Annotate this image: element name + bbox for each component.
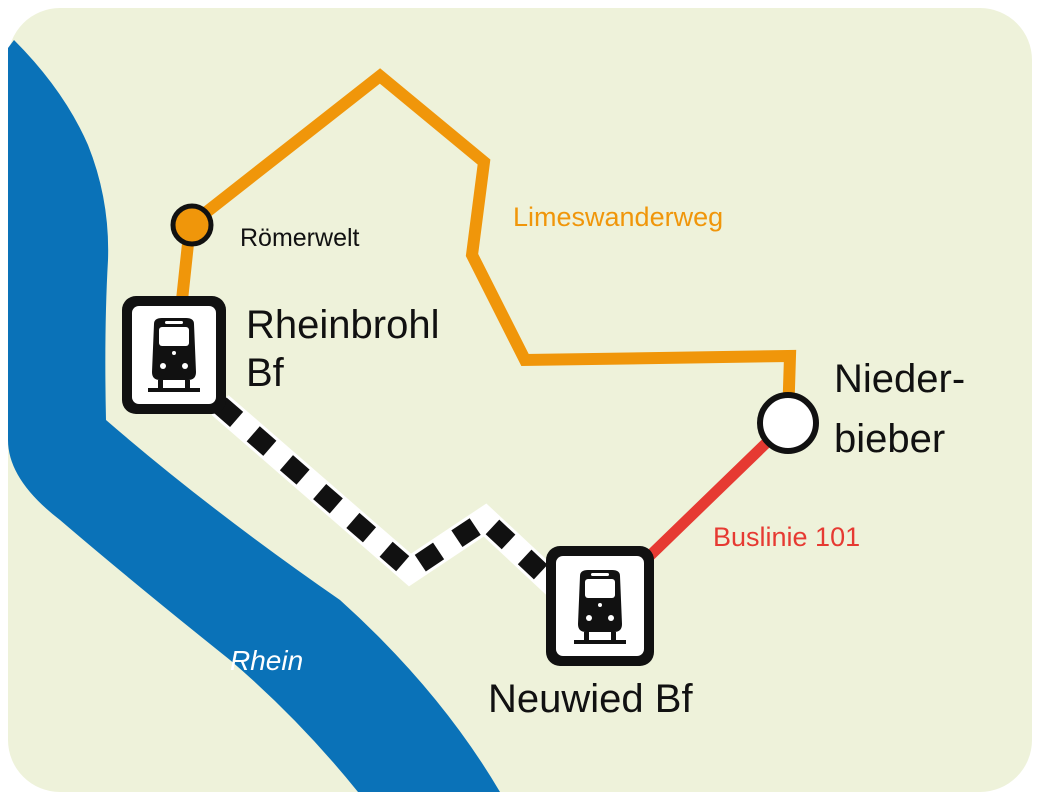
hiking-route-label: Limeswanderweg — [513, 202, 723, 232]
niederbieber-label-line2: bieber — [834, 417, 945, 461]
rheinbrohl-label-line2: Bf — [246, 351, 285, 395]
neuwied-label: Neuwied Bf — [488, 677, 693, 721]
roemerwelt-stop-marker[interactable] — [170, 203, 214, 247]
rail-line-route — [211, 395, 569, 600]
bus-line-route — [626, 416, 794, 579]
neuwied-station[interactable] — [546, 546, 654, 666]
river-label: Rhein — [230, 645, 303, 676]
niederbieber-label-line1: Nieder- — [834, 357, 965, 401]
bus-route-label: Buslinie 101 — [713, 522, 860, 552]
roemerwelt-label: Römerwelt — [240, 224, 360, 252]
hiking-trail-route — [176, 68, 797, 421]
rheinbrohl-station[interactable] — [122, 296, 226, 414]
river-rhein — [8, 40, 500, 792]
rheinbrohl-label-line1: Rheinbrohl — [246, 303, 439, 347]
niederbieber-stop-marker[interactable] — [757, 392, 819, 454]
